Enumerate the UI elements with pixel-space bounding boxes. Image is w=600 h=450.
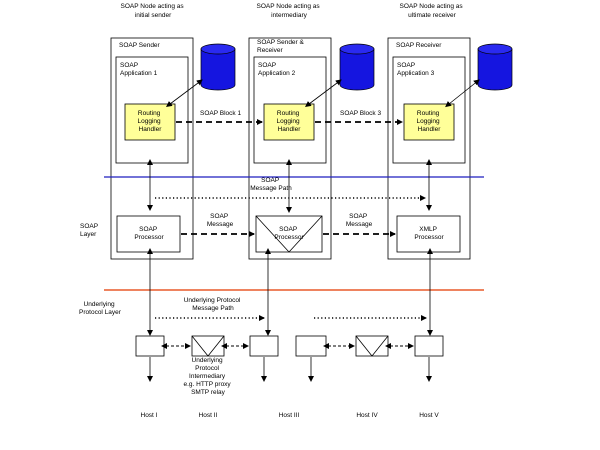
processor-label: SOAP Processor <box>134 226 164 241</box>
routing-logging-handler <box>124 103 176 141</box>
host-label: Host I <box>141 412 158 419</box>
soap-block-3-label: SOAP Block 3 <box>340 110 381 117</box>
protocol-stack-box <box>135 335 165 357</box>
handler-label: Routing Logging Handler <box>138 110 163 133</box>
protocol-stack-box <box>414 335 444 357</box>
database-link-arrow <box>445 79 480 108</box>
handler-label: Routing Logging Handler <box>277 110 302 133</box>
underlying-message-path-label: Underlying Protocol Message Path <box>184 297 243 312</box>
routing-logging-handler <box>403 103 455 141</box>
node-title: SOAP Sender <box>119 42 161 49</box>
database-icon <box>339 43 375 91</box>
node-title: SOAP Sender & Receiver <box>257 39 306 54</box>
processor-diagonal <box>255 215 290 253</box>
database-link-arrow <box>305 79 342 107</box>
host-label: Host V <box>419 412 439 419</box>
database-icon <box>477 43 513 91</box>
processor-diagonal <box>288 215 323 253</box>
soap-processor-box <box>255 215 323 253</box>
application-label: SOAP Application 2 <box>258 62 296 77</box>
processor-label: SOAP Processor <box>274 226 304 241</box>
protocol-intermediary-box <box>355 335 389 357</box>
soap-block-1-label: SOAP Block 1 <box>200 110 241 117</box>
database-link-arrow <box>166 79 203 107</box>
underlying-protocol-layer-label: Underlying Protocol Layer <box>79 301 122 316</box>
intermediary-diagonal <box>207 335 225 357</box>
node-role-caption: SOAP Node acting as initial sender <box>121 3 186 19</box>
database-icon <box>200 43 236 91</box>
application-label: SOAP Application 3 <box>397 62 435 77</box>
soap-message-path-label: SOAP Message Path <box>250 177 292 192</box>
host-label: Host IV <box>356 412 378 419</box>
protocol-intermediary-box <box>191 335 225 357</box>
application-label: SOAP Application 1 <box>120 62 158 77</box>
routing-logging-handler <box>263 103 315 141</box>
soap-message-label: SOAP Message <box>346 213 373 228</box>
intermediary-diagonal <box>355 335 373 357</box>
soap-layer-label: SOAP Layer <box>80 223 100 238</box>
protocol-stack-box <box>295 335 327 357</box>
intermediary-diagonal <box>191 335 209 357</box>
protocol-intermediary-note: Underlying Protocol Intermediary e.g. HT… <box>183 357 232 396</box>
node-title: SOAP Receiver <box>396 42 442 49</box>
node-role-caption: SOAP Node acting as intermediary <box>257 3 322 19</box>
handler-label: Routing Logging Handler <box>417 110 442 133</box>
intermediary-diagonal <box>371 335 389 357</box>
soap-message-label: SOAP Message <box>207 213 234 228</box>
processor-label: XMLP Processor <box>414 226 444 241</box>
node-role-caption: SOAP Node acting as ultimate receiver <box>400 3 465 19</box>
soap-processor-box <box>116 215 181 253</box>
host-label: Host III <box>279 412 300 419</box>
protocol-stack-box <box>249 335 279 357</box>
host-label: Host II <box>199 412 218 419</box>
